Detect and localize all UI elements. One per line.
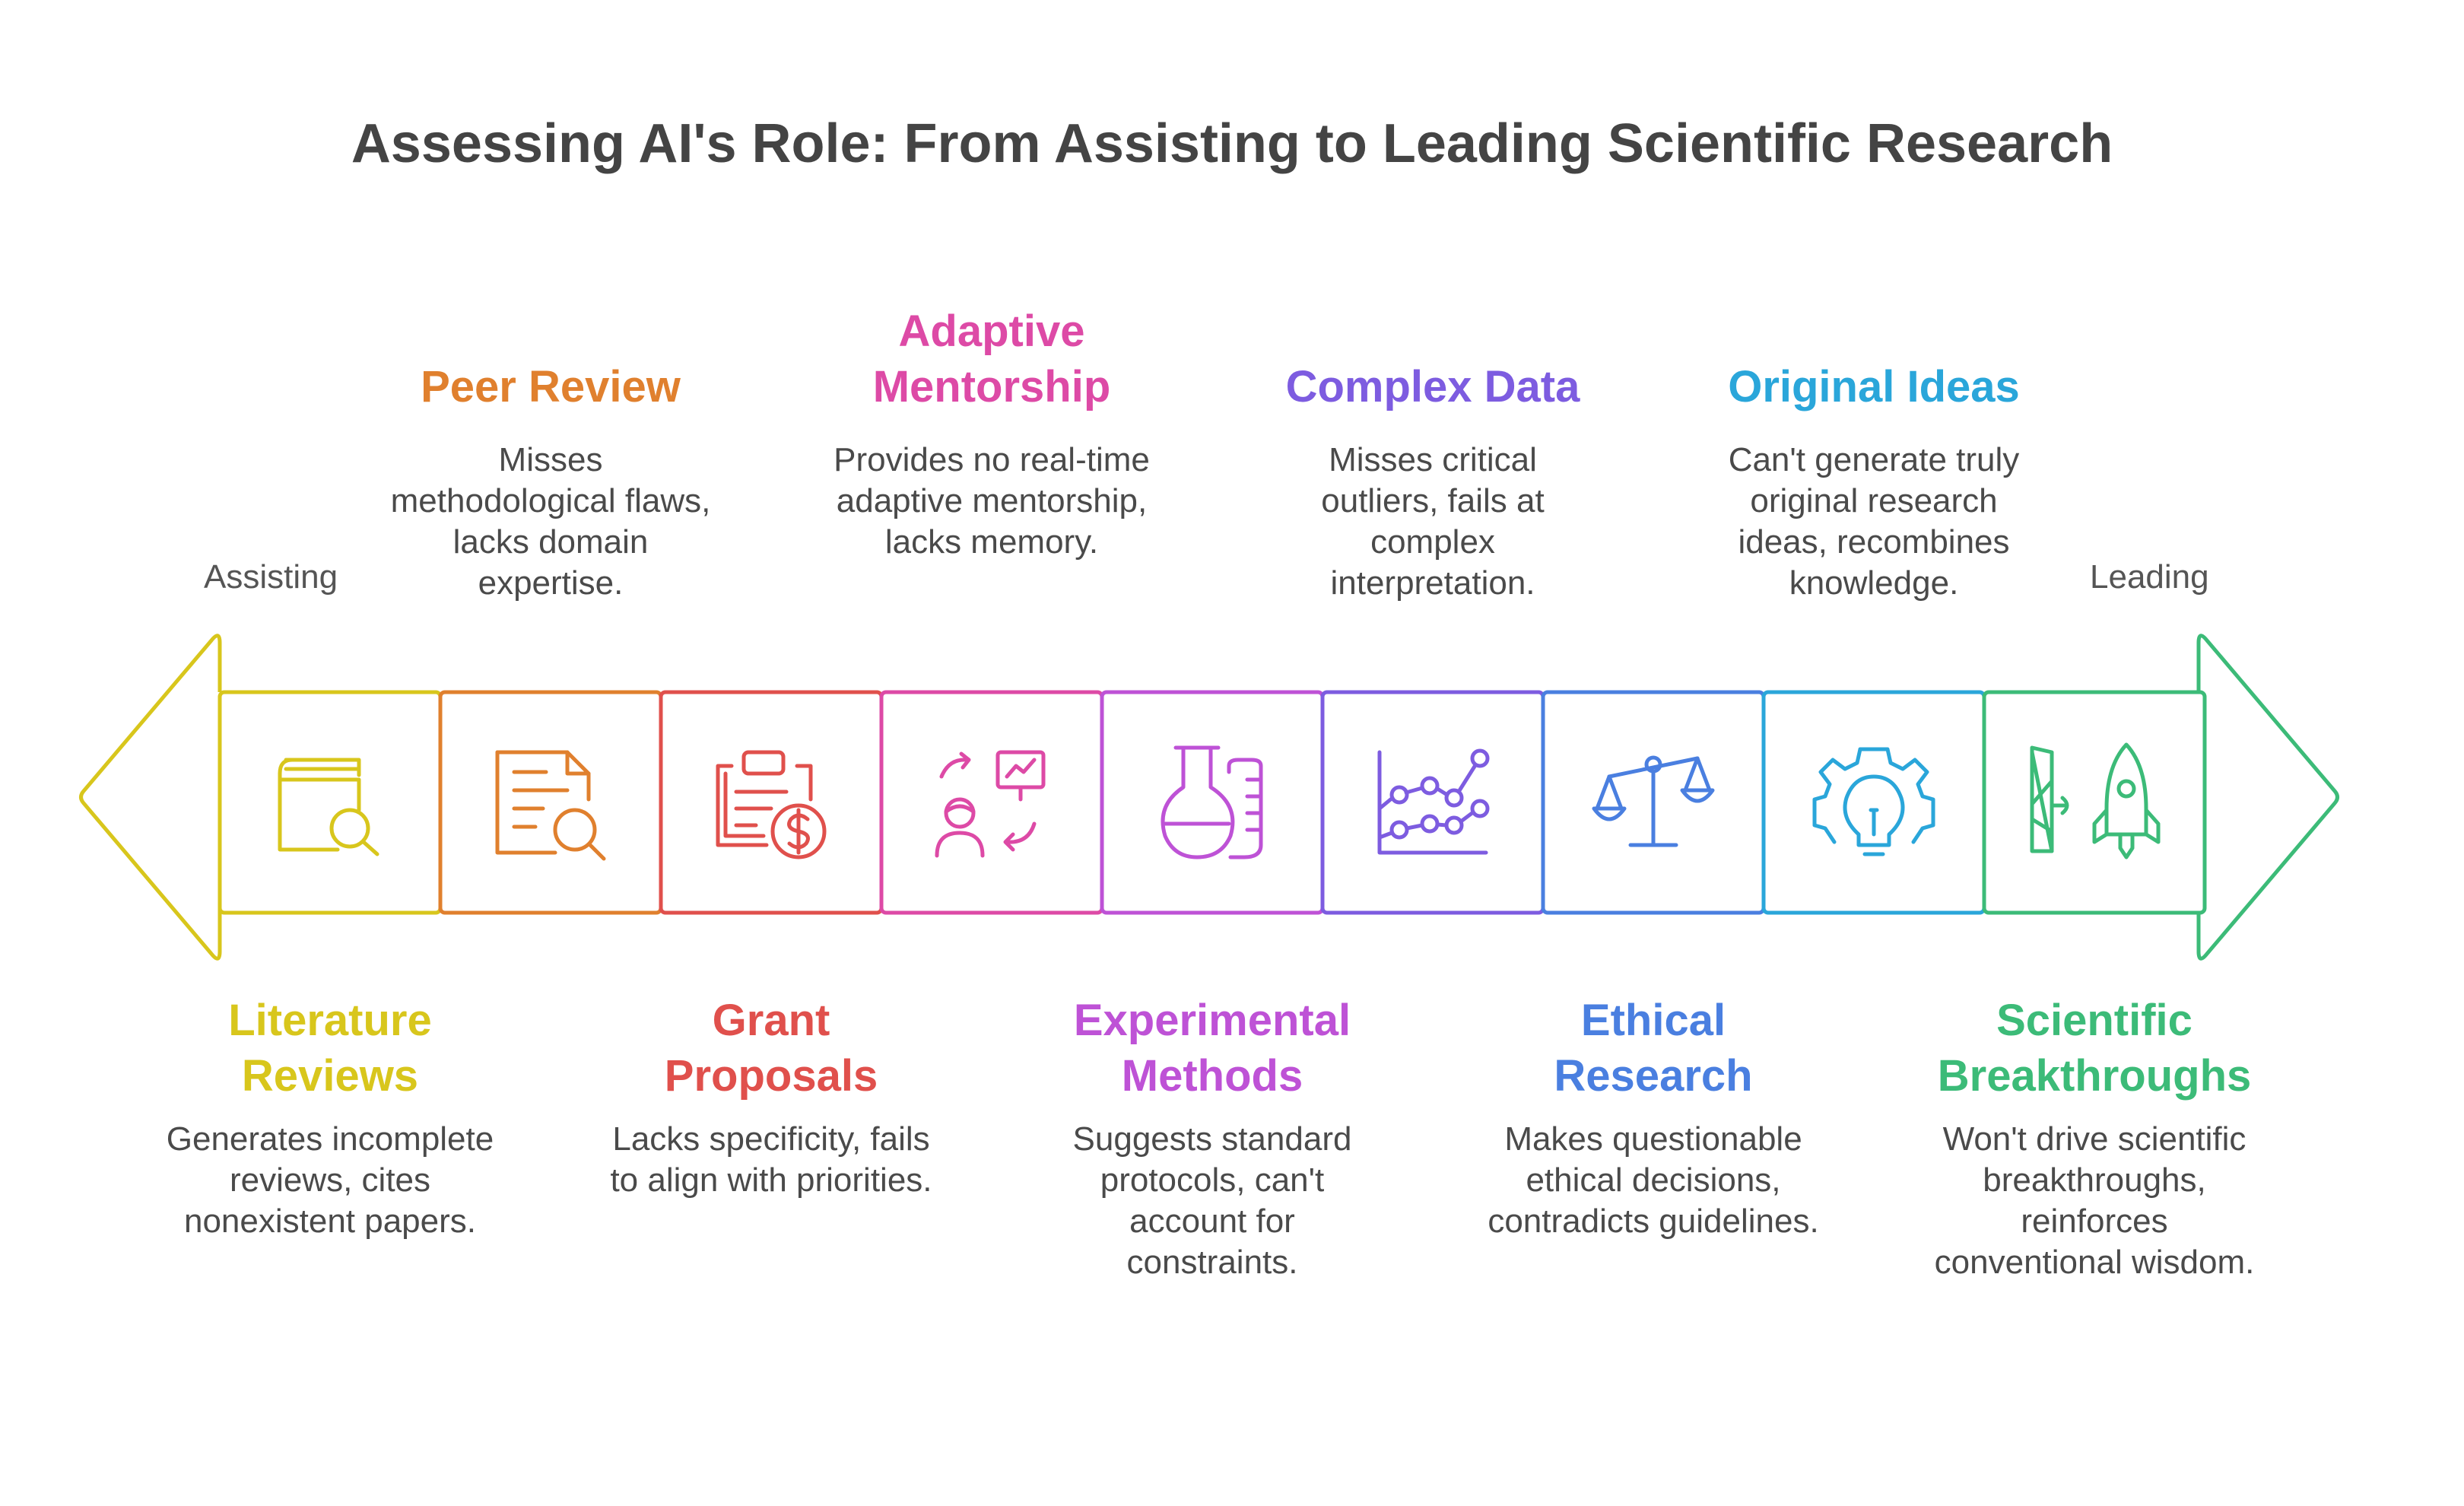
book-search-icon bbox=[278, 758, 379, 856]
leading-label: Leading bbox=[2090, 558, 2209, 596]
heading-line: Breakthroughs bbox=[1937, 1051, 2252, 1101]
heading-line: Adaptive bbox=[898, 307, 1085, 356]
stage-box-5 bbox=[1100, 690, 1325, 915]
heading-line: Complex Data bbox=[1285, 362, 1580, 411]
heading-line: Methods bbox=[1121, 1051, 1303, 1101]
heading-line: Proposals bbox=[664, 1051, 878, 1101]
stage-box-4 bbox=[879, 690, 1104, 915]
rocket-launch-icon bbox=[2030, 742, 2161, 859]
stage-box-8 bbox=[1761, 690, 1986, 915]
heading-line: Scientific bbox=[1996, 996, 2193, 1045]
stage-description-8: Can't generate truly original research i… bbox=[1728, 441, 2020, 602]
heading-line: Research bbox=[1554, 1051, 1753, 1101]
stage-heading-2: Peer Review bbox=[338, 359, 764, 415]
flask-icon bbox=[1161, 745, 1263, 859]
stage-description-4: Provides no real-time adaptive mentorshi… bbox=[834, 441, 1150, 561]
heading-line: Original Ideas bbox=[1728, 362, 2020, 411]
line-chart-icon bbox=[1377, 748, 1490, 855]
heading-line: Peer Review bbox=[421, 362, 681, 411]
stage-description-5: Suggests standard protocols, can't accou… bbox=[1072, 1120, 1352, 1281]
heading-line: Grant bbox=[712, 996, 830, 1045]
stage-box-6 bbox=[1320, 690, 1545, 915]
stage-box-2 bbox=[438, 690, 663, 915]
stage-heading-8: Original Ideas bbox=[1661, 359, 2087, 415]
stage-description-1: Generates incomplete reviews, cites none… bbox=[166, 1120, 494, 1240]
scales-icon bbox=[1592, 755, 1715, 847]
stage-box-1 bbox=[218, 690, 443, 915]
mentor-presentation-icon bbox=[935, 750, 1046, 858]
gear-lightbulb-icon bbox=[1812, 747, 1935, 856]
stage-box-3 bbox=[659, 690, 884, 915]
stage-description-9: Won't drive scientific breakthroughs, re… bbox=[1934, 1120, 2255, 1281]
stage-heading-6: Complex Data bbox=[1220, 359, 1646, 415]
heading-line: Literature bbox=[228, 996, 432, 1045]
stage-description-6: Misses critical outliers, fails at compl… bbox=[1321, 441, 1545, 602]
heading-line: Reviews bbox=[241, 1051, 419, 1101]
assisting-label: Assisting bbox=[204, 558, 338, 596]
heading-line: Ethical bbox=[1580, 996, 1726, 1045]
left-arrowhead bbox=[79, 634, 222, 961]
stage-box-9 bbox=[1982, 690, 2207, 915]
heading-line: Experimental bbox=[1073, 996, 1351, 1045]
document-search-icon bbox=[495, 750, 606, 861]
stage-description-2: Misses methodological flaws, lacks domai… bbox=[390, 441, 711, 602]
stage-description-3: Lacks specificity, fails to align with p… bbox=[610, 1120, 932, 1199]
diagram-title: Assessing AI's Role: From Assisting to L… bbox=[351, 113, 2113, 174]
right-arrowhead bbox=[2196, 634, 2339, 961]
heading-line: Mentorship bbox=[872, 362, 1111, 411]
clipboard-dollar-icon bbox=[716, 750, 827, 859]
stage-description-7: Makes questionable ethical decisions, co… bbox=[1488, 1120, 1819, 1240]
